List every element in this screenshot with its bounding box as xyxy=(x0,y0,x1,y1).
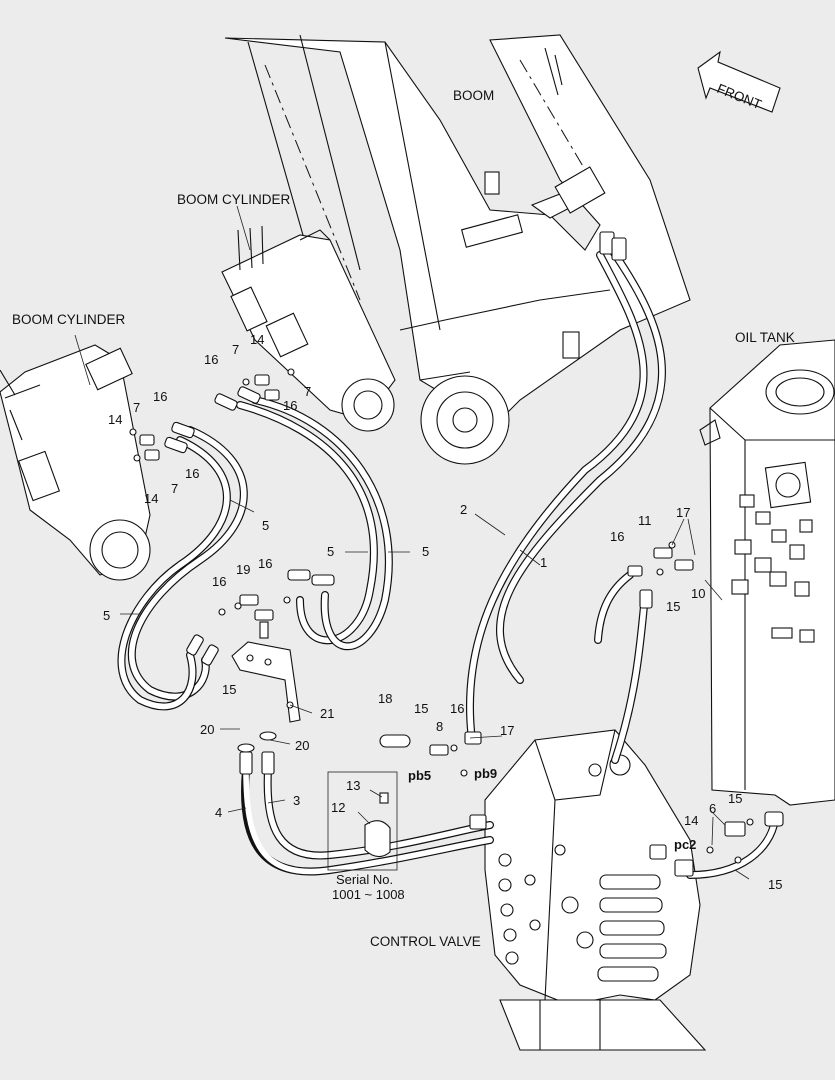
hose-1 xyxy=(496,246,666,684)
port-pb9-label: pb9 xyxy=(474,766,497,781)
callout-7c: 7 xyxy=(171,481,178,496)
hose-5c xyxy=(236,401,378,645)
clamp-box xyxy=(327,771,398,871)
callout-16g: 16 xyxy=(450,701,464,716)
callout-7b: 7 xyxy=(133,400,140,415)
callout-3: 3 xyxy=(293,793,300,808)
port-pb5-label: pb5 xyxy=(408,768,431,783)
valve-spools xyxy=(597,874,667,982)
hose-3 xyxy=(263,766,494,860)
hose-tank-feed xyxy=(594,571,634,644)
callout-5c: 5 xyxy=(422,544,429,559)
callout-15a: 15 xyxy=(222,682,236,697)
fittings xyxy=(129,231,784,877)
oil-tank-label: OIL TANK xyxy=(735,330,795,345)
hose-4 xyxy=(241,766,494,876)
leader-lines xyxy=(74,205,750,880)
oil-tank xyxy=(699,339,835,806)
callout-15e: 15 xyxy=(768,877,782,892)
hose-2 xyxy=(465,251,648,744)
control-valve xyxy=(484,729,707,1051)
callout-12: 12 xyxy=(331,800,345,815)
callout-14d: 14 xyxy=(684,813,698,828)
callout-16c: 16 xyxy=(185,466,199,481)
callout-4: 4 xyxy=(215,805,222,820)
tank-ports xyxy=(731,494,815,643)
port-pc2-label: pc2 xyxy=(674,837,696,852)
bracket-21 xyxy=(231,641,301,723)
callout-5b: 5 xyxy=(327,544,334,559)
callout-20a: 20 xyxy=(200,722,214,737)
callout-16h: 16 xyxy=(610,529,624,544)
boom-label: BOOM xyxy=(453,88,494,103)
callout-19: 19 xyxy=(236,562,250,577)
boom-structure xyxy=(224,34,691,465)
callout-17a: 17 xyxy=(676,505,690,520)
callout-18: 18 xyxy=(378,691,392,706)
hose-6 xyxy=(686,816,779,879)
callout-16e: 16 xyxy=(212,574,226,589)
callout-7a: 7 xyxy=(232,342,239,357)
callout-5a: 5 xyxy=(262,518,269,533)
boom-cylinder-left-label: BOOM CYLINDER xyxy=(12,312,126,327)
callout-16b: 16 xyxy=(153,389,167,404)
callout-15d: 15 xyxy=(728,791,742,806)
callout-7d: 7 xyxy=(304,384,311,399)
callout-2: 2 xyxy=(460,502,467,517)
callout-8: 8 xyxy=(436,719,443,734)
callout-14c: 14 xyxy=(144,491,158,506)
callout-1: 1 xyxy=(540,555,547,570)
callout-5d: 5 xyxy=(103,608,110,623)
callout-10: 10 xyxy=(691,586,705,601)
valve-bolts xyxy=(498,844,594,965)
hose-tank-return xyxy=(611,591,649,764)
callout-20b: 20 xyxy=(295,738,309,753)
callout-6: 6 xyxy=(709,801,716,816)
callout-16f: 16 xyxy=(258,556,272,571)
callout-17b: 17 xyxy=(500,723,514,738)
serial-number-range: 1001 ~ 1008 xyxy=(332,887,405,902)
hose-5b xyxy=(117,436,231,711)
serial-number-label: Serial No. xyxy=(336,872,393,887)
callout-15c: 15 xyxy=(666,599,680,614)
control-valve-label: CONTROL VALVE xyxy=(370,934,481,949)
callout-14a: 14 xyxy=(250,332,264,347)
serial-number-frame xyxy=(327,771,398,871)
callout-11: 11 xyxy=(638,513,652,528)
callout-13: 13 xyxy=(346,778,360,793)
callout-16d: 16 xyxy=(283,398,297,413)
boom-cylinder-left xyxy=(0,344,151,581)
boom-cylinder-upper xyxy=(221,225,396,432)
callout-21: 21 xyxy=(320,706,334,721)
front-arrow: FRONT xyxy=(697,50,781,113)
callout-14b: 14 xyxy=(108,412,122,427)
callout-15b: 15 xyxy=(414,701,428,716)
boom-cylinder-upper-label: BOOM CYLINDER xyxy=(177,192,291,207)
hose-5d xyxy=(251,396,393,651)
callout-16a: 16 xyxy=(204,352,218,367)
